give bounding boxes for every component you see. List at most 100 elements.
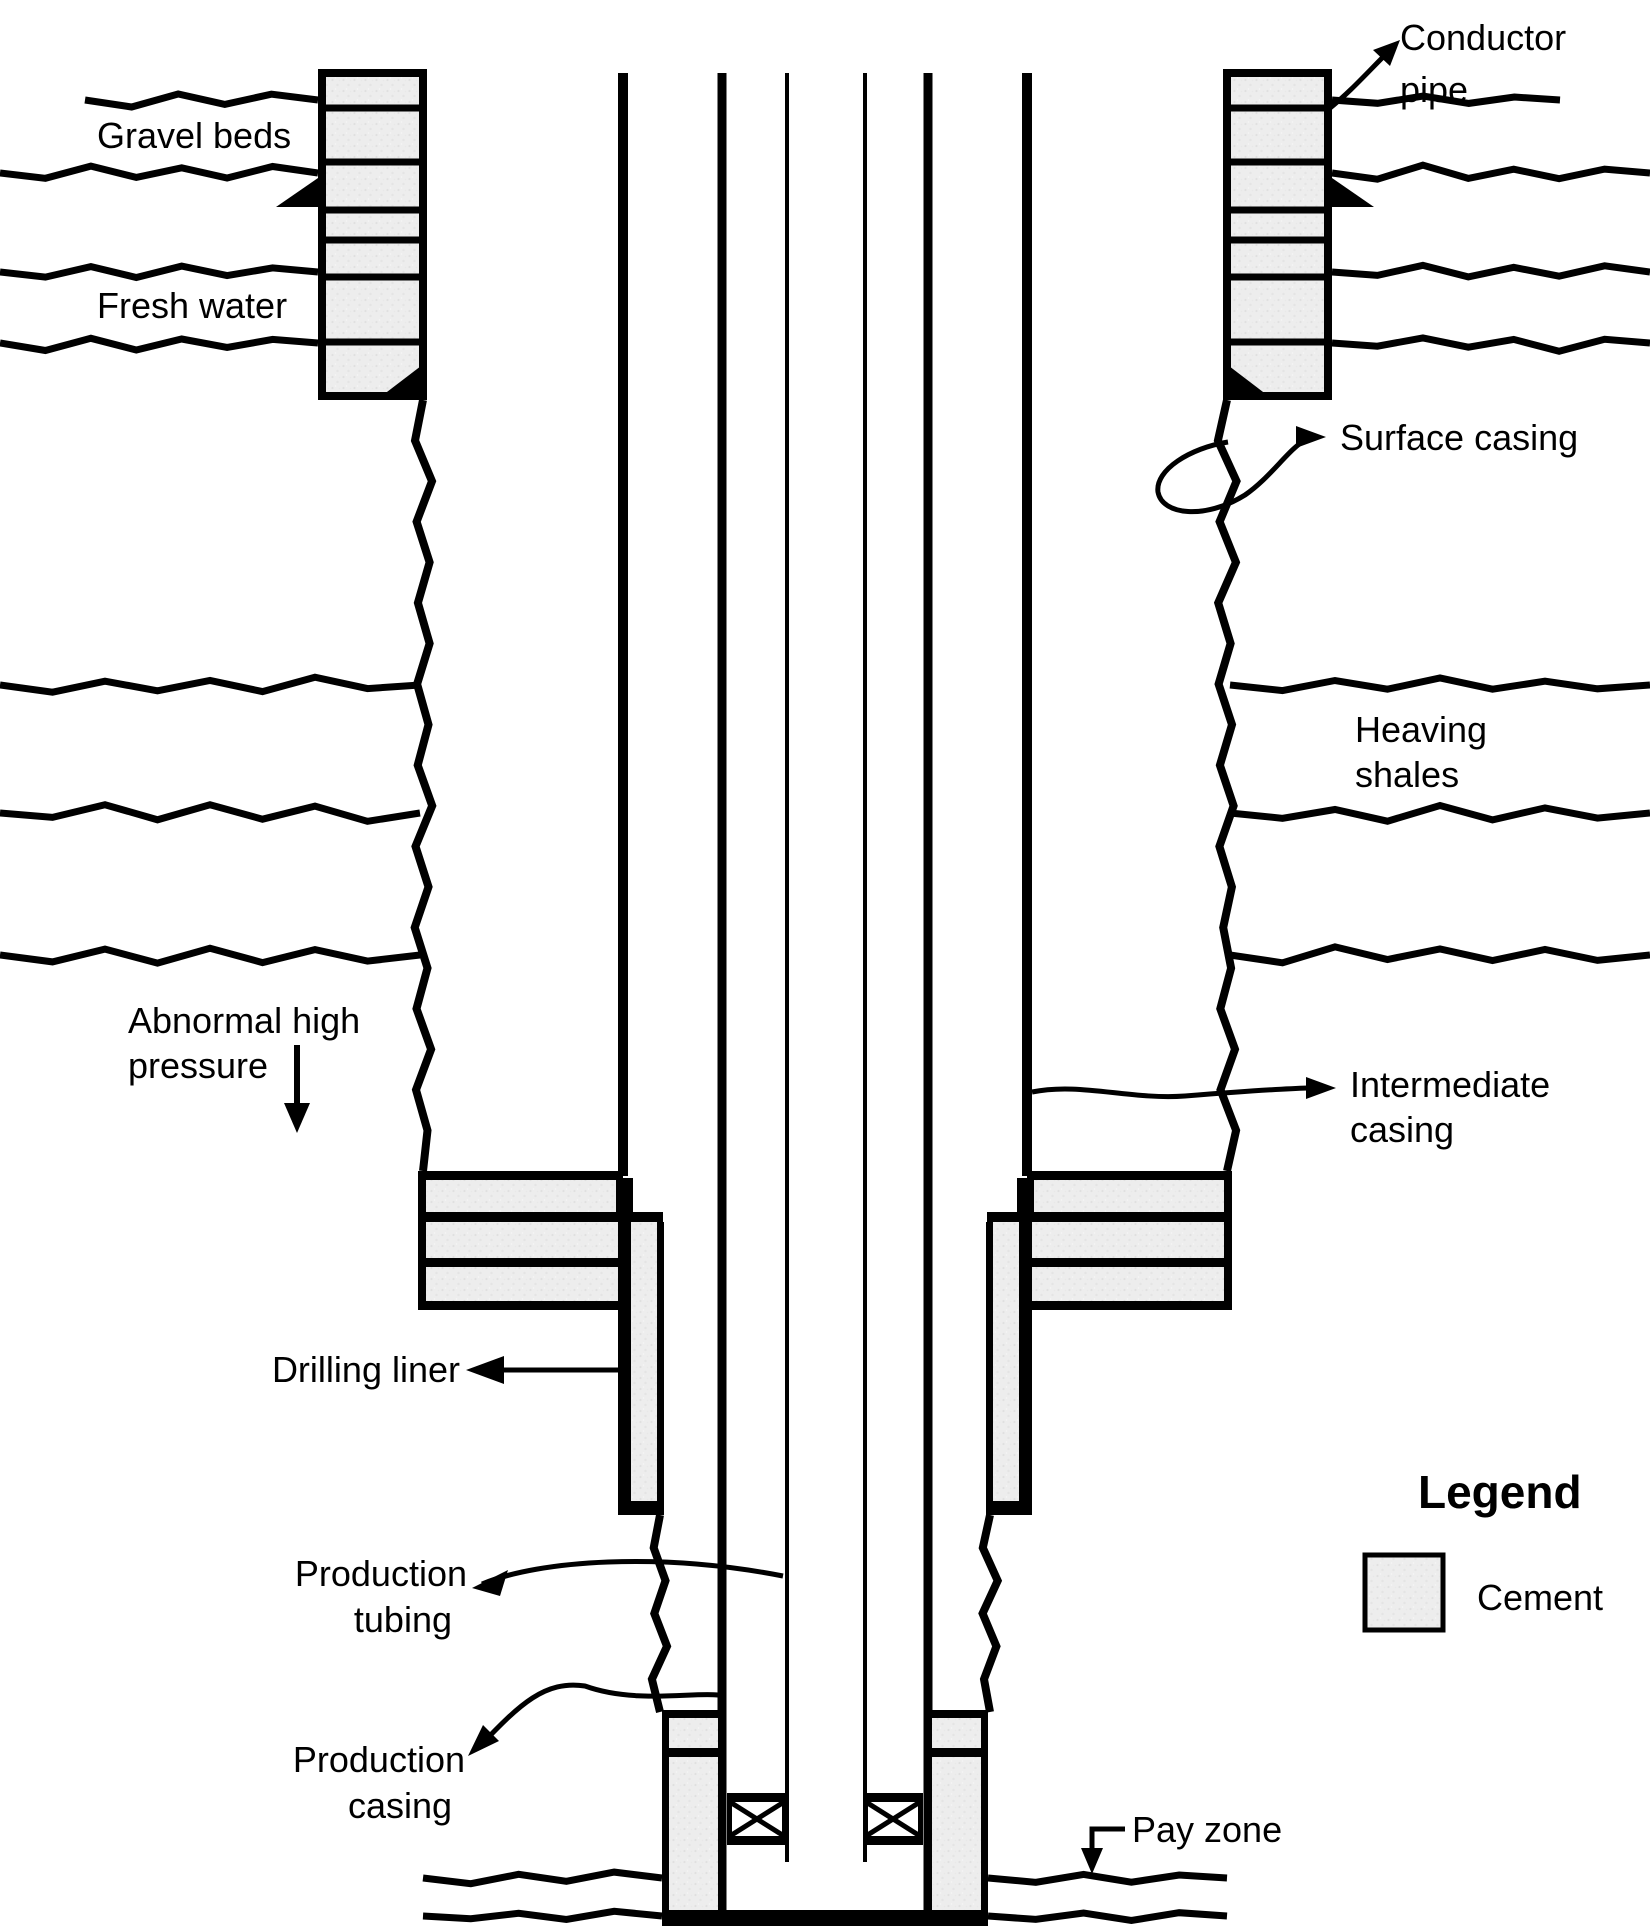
fresh-water-top-line-right (1331, 261, 1650, 281)
hanger-cement-band (1032, 1180, 1225, 1212)
cement-column-left (318, 69, 427, 400)
text-labels: Gravel beds Fresh water Conductor pipe S… (97, 17, 1578, 1850)
production-cement-band (932, 1718, 981, 1748)
legend-title: Legend (1418, 1466, 1582, 1518)
shale-line-2-left (0, 801, 421, 825)
legend-cement-swatch (1362, 1552, 1446, 1633)
conductor-pipe-label-line2: pipe (1400, 69, 1468, 110)
hanger-divider (987, 1212, 1225, 1222)
borehole-wall-lower-left (647, 1514, 672, 1713)
liner-hanger-border (1017, 1178, 1034, 1214)
hanger-bottom-border (418, 1301, 623, 1310)
liner-hanger-left (418, 1171, 664, 1515)
packer-top-bar (863, 1793, 923, 1802)
hanger-bottom-border (1027, 1301, 1232, 1310)
production-cement-band (669, 1757, 718, 1910)
liner-shoe-left (618, 1501, 664, 1515)
liner-hanger-border (616, 1178, 633, 1214)
heaving-shales-label-line2: shales (1355, 754, 1459, 795)
pay-zone-arrowhead-icon (1081, 1848, 1103, 1874)
packer-cross (728, 1799, 786, 1839)
pay-zone-leader (1089, 1826, 1125, 1850)
well-bottom-plug (662, 1910, 988, 1926)
shale-line-3-right (1229, 943, 1650, 967)
production-tubing-arrowhead-icon (472, 1570, 508, 1596)
packer-cross (864, 1799, 922, 1839)
drilling-liner-inner-wall-left (657, 1222, 664, 1515)
gravel-beds-label: Gravel beds (97, 115, 291, 156)
production-casing-leader (478, 1682, 719, 1748)
liner-shoe-right (986, 1501, 1032, 1515)
shale-line-1-right (1229, 674, 1650, 695)
intermediate-casing-label-line2: casing (1350, 1109, 1454, 1150)
packer-right (863, 1793, 923, 1845)
legend: Legend Cement (1362, 1466, 1603, 1633)
strata-lines-left (0, 90, 663, 1924)
production-tubing-label-line2: tubing (354, 1599, 452, 1640)
conductor-shoe-marker-right (1332, 178, 1374, 207)
pressure-down-arrowhead-icon (284, 1103, 310, 1133)
borehole-wall-left (410, 399, 437, 1172)
drilling-liner-label: Drilling liner (272, 1349, 460, 1390)
shale-line-1-left (0, 673, 421, 696)
surface-casing-shoe-marker-right (1229, 366, 1267, 395)
leader-lines (284, 40, 1400, 1874)
fresh-water-bottom-line-right (1331, 334, 1650, 355)
production-casing-label-line2: casing (348, 1785, 452, 1826)
gravel-bed-bottom-line (0, 162, 319, 182)
drilling-liner-outer-wall-right (1019, 1214, 1032, 1515)
drilling-liner-cement-right (993, 1222, 1019, 1508)
packer-side (863, 1793, 868, 1845)
hanger-divider (425, 1258, 663, 1267)
hanger-left-border (418, 1171, 426, 1310)
hanger-top-border (1027, 1171, 1232, 1180)
production-cement-divider-left (662, 1748, 722, 1757)
pay-zone-bottom-line-left (422, 1907, 663, 1924)
gravel-bed-bottom-line-right (1331, 161, 1650, 183)
drilling-liner-inner-wall-right (986, 1222, 993, 1515)
packer-top-bar (727, 1793, 787, 1802)
borehole-walls (410, 399, 1241, 1713)
casing-strings (618, 73, 1032, 1914)
hanger-top-border (418, 1171, 623, 1180)
abnormal-pressure-label-line2: pressure (128, 1045, 268, 1086)
surface-casing-label: Surface casing (1340, 417, 1578, 458)
gravel-bed-top-line (84, 90, 319, 111)
conductor-surface-column-right (1223, 69, 1374, 400)
heaving-shales-label-line1: Heaving (1355, 709, 1487, 750)
packer-side (727, 1793, 732, 1845)
gravel-bed-top-line-right (1331, 92, 1561, 107)
surface-casing-arrowhead-icon (1296, 426, 1326, 448)
production-cement-band (669, 1718, 718, 1748)
production-tubing-leader (481, 1559, 784, 1587)
drilling-liner-cement-left (631, 1222, 657, 1508)
production-cement-outer-border-right (981, 1710, 988, 1926)
borehole-wall-right (1213, 399, 1241, 1172)
production-cement-outer-border-left (662, 1710, 669, 1926)
production-cement-divider-right (928, 1748, 988, 1757)
packer-bottom-bar (863, 1836, 923, 1845)
production-casing-label-line1: Production (293, 1739, 465, 1780)
hanger-divider (425, 1212, 663, 1222)
conductor-surface-column-left (276, 69, 427, 400)
strata-lines-right (987, 92, 1650, 1925)
surface-casing-leader (1155, 437, 1307, 515)
production-cement-right (928, 1710, 988, 1926)
shale-line-3-left (0, 944, 421, 967)
abnormal-pressure-label-line1: Abnormal high (128, 1000, 360, 1041)
pay-zone-top-line-left (422, 1868, 663, 1888)
packer-left (727, 1793, 787, 1845)
pay-zone-label: Pay zone (1132, 1809, 1282, 1850)
liner-hanger-right (986, 1171, 1232, 1515)
production-cement-band (932, 1757, 981, 1910)
borehole-wall-lower-right (978, 1514, 1003, 1713)
production-casing-arrowhead-icon (468, 1725, 499, 1756)
hanger-cement-band (425, 1180, 618, 1212)
drilling-liner-outer-wall-left (618, 1214, 631, 1515)
hanger-divider (987, 1258, 1225, 1267)
production-cement-top-border-right (928, 1710, 988, 1718)
drilling-liner-arrowhead-icon (466, 1356, 504, 1384)
production-cement-top-border-left (662, 1710, 722, 1718)
legend-cement-label: Cement (1477, 1577, 1603, 1618)
